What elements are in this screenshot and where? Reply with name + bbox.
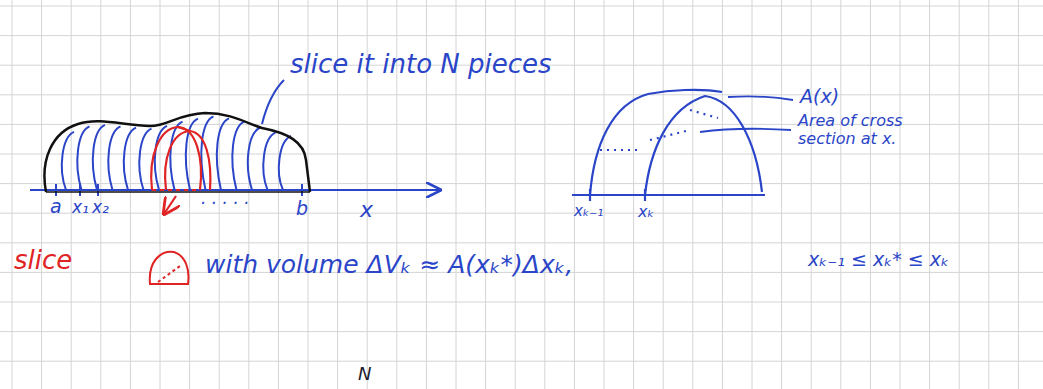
slice-icon [150,252,189,284]
slice-curve [170,122,182,190]
slice-curve [108,126,120,190]
grid-line [0,154,1043,155]
solid-base [46,191,310,193]
x-axis [30,189,440,191]
grid-line [0,6,1043,7]
grid-line [781,0,782,389]
grid-line [0,361,1043,362]
grid-line [100,0,101,389]
grid-line [41,0,42,389]
grid-line [0,35,1043,36]
grid-line [0,213,1043,214]
slice-curve [77,126,89,190]
axis-label: x [360,198,373,222]
solid-outline [44,113,310,192]
grid-line [988,0,989,389]
grid-line [12,0,13,389]
grid-line [160,0,161,389]
ellipsis: · · · · · [200,194,249,213]
grid-line [0,242,1043,243]
axis-label: x₂ [92,198,109,217]
slice-curve [62,132,74,190]
grid-line [278,0,279,389]
slice-curve [139,129,151,190]
grid-line [130,0,131,389]
slice-label: slice [14,246,72,275]
grid-line [0,94,1043,95]
x-axis [572,194,765,196]
axis-label: xₖ₋₁ [574,203,603,220]
slice-curve [263,133,275,190]
leader-line [700,96,793,132]
grid-line [900,0,901,389]
grid-line [840,0,841,389]
grid-line [959,0,960,389]
inequality: xₖ₋₁ ≤ xₖ* ≤ xₖ [808,249,949,270]
grid-line [929,0,930,389]
slice-curve [279,136,291,190]
slice-curve [124,128,136,190]
formula: with volume ΔVₖ ≈ A(xₖ*)Δxₖ, [205,251,573,279]
grid-line [870,0,871,389]
grid-line [189,0,190,389]
sum-limit: N [358,364,371,384]
grid-line [0,302,1043,303]
slice-curve [217,118,229,190]
axis-label: b [296,198,308,219]
axis-label: x₁ [72,198,89,217]
annotation: slice it into N pieces [290,50,552,79]
grid-line [811,0,812,389]
axis-label: a [50,196,62,217]
grid-line [71,0,72,389]
slice-curve [248,128,260,190]
slice-curve [232,121,244,190]
grid-line [1018,0,1019,389]
axis-label: xₖ [638,203,654,221]
leader-line [262,80,284,124]
slice-detail [590,90,762,201]
function-label: A(x) [800,86,839,107]
slice-curve [93,125,105,190]
annotation: Area of cross section at x. [798,112,916,147]
grid-line [0,331,1043,332]
